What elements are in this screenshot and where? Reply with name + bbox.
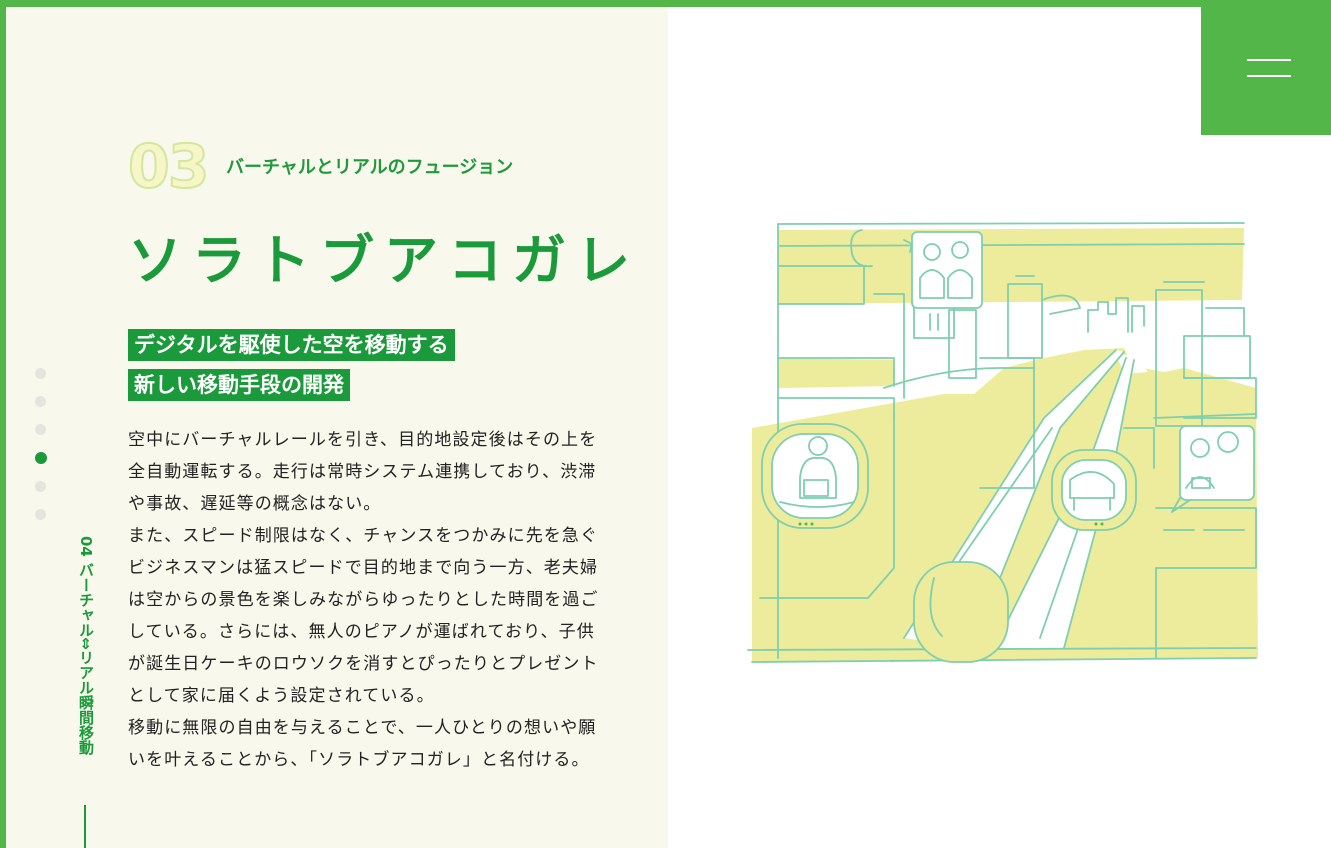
hamburger-icon (1247, 59, 1291, 61)
hamburger-icon-line (1247, 75, 1291, 77)
pagination-dot-1[interactable] (35, 368, 46, 379)
body-paragraph-1: 空中にバーチャルレールを引き、目的地設定後はその上を全自動運転する。走行は常時シ… (128, 430, 598, 514)
body-text: 空中にバーチャルレールを引き、目的地設定後はその上を全自動運転する。走行は常時シ… (128, 424, 608, 776)
pagination-dot-4-active[interactable] (35, 452, 47, 464)
pagination-dot-3[interactable] (35, 424, 46, 435)
next-section-link[interactable]: 04 バーチャル⇔リアル瞬間移動 (77, 536, 95, 755)
section-subtitle: バーチャルとリアルのフュージョン (226, 157, 514, 178)
pagination-dot-2[interactable] (35, 396, 46, 407)
highlight-line-1: デジタルを駆使した空を移動する (128, 329, 455, 361)
next-section-line (84, 805, 86, 848)
body-paragraph-2: また、スピード制限はなく、チャンスをつかみに先を急ぐビジネスマンは猛スピードで目… (128, 526, 599, 706)
section-pagination (35, 368, 47, 537)
highlight-line-2: 新しい移動手段の開発 (128, 369, 350, 401)
section-number: 03 (127, 132, 210, 202)
page-title: ソラトブアコガレ (128, 229, 640, 292)
menu-button[interactable] (1201, 7, 1331, 135)
content-panel (6, 7, 668, 848)
top-accent-bar (0, 0, 1331, 7)
city-illustration (747, 222, 1258, 663)
body-paragraph-3: 移動に無限の自由を与えることで、一人ひとりの想いや願いを叶えることから、「ソラト… (128, 718, 597, 770)
pagination-dot-5[interactable] (35, 481, 46, 492)
left-accent-bar (0, 0, 6, 848)
pagination-dot-6[interactable] (35, 509, 46, 520)
